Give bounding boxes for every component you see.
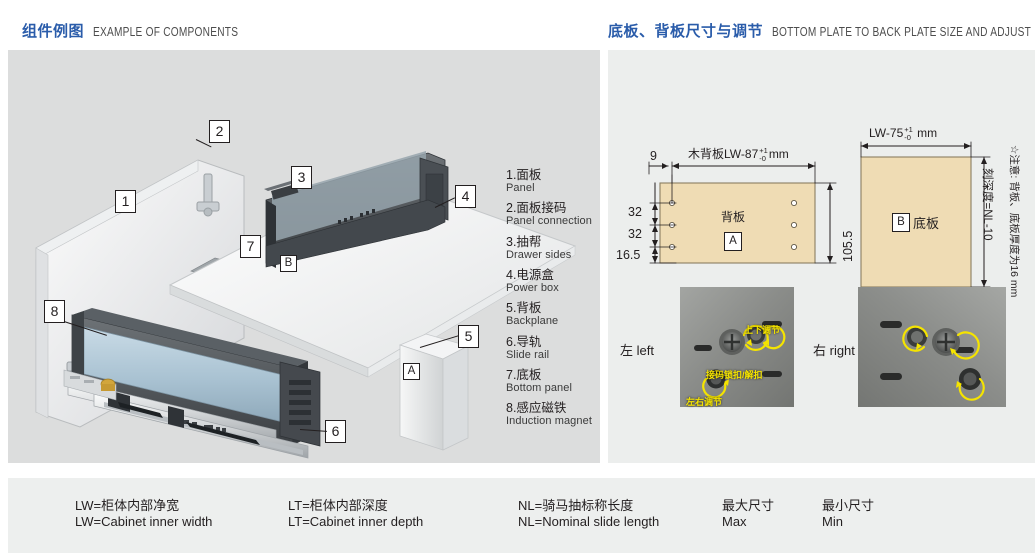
- annotation-up-down-adjust: 上下调节: [744, 325, 781, 335]
- part-item-7-cn: 7.底板: [506, 367, 542, 382]
- thickness-note-line1: ☆注意:: [1008, 145, 1020, 179]
- callout-3: 3: [291, 166, 312, 189]
- part-item-6-en: Slide rail: [506, 348, 550, 361]
- bottomplate-face-label: 底板: [913, 216, 940, 231]
- part-item-1: 1.面板 Panel: [506, 168, 610, 194]
- part-item-1-cn: 1.面板: [506, 168, 542, 182]
- backplate-width-unit: mm: [768, 147, 789, 161]
- adjust-photo-right: [858, 287, 1006, 407]
- part-item-2-cn: 2.面板接码: [506, 201, 567, 216]
- backplate-pitch-1: 32: [628, 205, 642, 219]
- drawer-exploded-view: [35, 151, 577, 459]
- backplate-pitch-3: 16.5: [616, 248, 641, 262]
- legend-item-nl-en: NL=Nominal slide length: [518, 514, 660, 530]
- part-item-3-cn: 3.抽帮: [506, 234, 542, 249]
- annotation-left-right-adjust: 左右调节: [686, 397, 723, 407]
- legend-item-min: 最小尺寸 Min: [822, 498, 874, 531]
- part-drawer-side-lower: [71, 308, 321, 447]
- part-item-4-cn: 4.电源盒: [506, 267, 554, 282]
- part-item-6-cn: 6.导轨: [506, 334, 542, 349]
- section-header-dimensions: 底板、背板尺寸与调节 BOTTOM PLATE TO BACK PLATE SI…: [608, 20, 1035, 41]
- legend-item-max-cn: 最大尺寸: [722, 498, 775, 513]
- annotation-lock-unlock: 接码锁扣/解扣: [706, 370, 763, 380]
- thickness-note: ☆注意: 背板、底板厚度为16 mm: [1007, 145, 1020, 297]
- legend-item-max: 最大尺寸 Max: [722, 498, 774, 531]
- bottomplate-tol-upper: +1: [904, 125, 913, 135]
- legend-item-lt-cn: LT=柜体内部深度: [288, 498, 388, 513]
- part-item-7-en: Bottom panel: [506, 381, 573, 394]
- tag-a-backplane: A: [403, 363, 420, 380]
- part-item-2-en: Panel connection: [506, 215, 592, 228]
- section-header-components: 组件例图 EXAMPLE OF COMPONENTS: [22, 20, 279, 41]
- legend-item-lw: LW=柜体内部净宽 LW=Cabinet inner width: [75, 498, 212, 531]
- section-header-components-en: EXAMPLE OF COMPONENTS: [93, 24, 239, 39]
- part-item-4-en: Power box: [506, 281, 559, 294]
- backplate-tol-lower: -0: [759, 153, 766, 163]
- part-item-5: 5.背板 Backplane: [506, 301, 610, 327]
- callout-6: 6: [325, 420, 346, 443]
- callout-8: 8: [44, 300, 65, 323]
- adjust-right-label: 右 right: [813, 343, 855, 358]
- assembly-illustration-panel: 1 2 3 4 5 6 7 8 B A 1.面板 Panel 2.面板接码 Pa…: [8, 50, 600, 463]
- dimension-drawing-panel: 木背板LW-87 +1 -0 mm 9 32 32 16.5 105.5 背板 …: [608, 50, 1035, 463]
- bottomplate-width-unit: mm: [917, 126, 938, 140]
- legend-item-nl: NL=骑马抽标称长度 NL=Nominal slide length: [518, 498, 659, 531]
- legend-item-min-en: Min: [822, 514, 843, 530]
- section-header-components-cn: 组件例图: [22, 23, 85, 40]
- part-item-8-en: Induction magnet: [506, 415, 592, 428]
- part-item-8-cn: 8.感应磁铁: [506, 401, 567, 416]
- callout-4: 4: [455, 185, 476, 208]
- callout-7: 7: [240, 235, 261, 258]
- part-item-3-en: Drawer sides: [506, 248, 572, 261]
- thickness-note-line2: 背板、底板厚度为16 mm: [1008, 181, 1020, 298]
- tag-b-bottom-panel: B: [280, 255, 297, 272]
- part-drawer-side-upper: [264, 151, 449, 268]
- part-backplane: [398, 333, 470, 451]
- legend-item-lw-cn: LW=柜体内部净宽: [75, 498, 180, 513]
- section-header-dimensions-cn: 底板、背板尺寸与调节: [608, 23, 764, 40]
- backplate-pitch-2: 32: [628, 227, 642, 241]
- backplate-width-dim: 木背板LW-87 +1 -0 mm: [688, 145, 789, 162]
- part-item-3: 3.抽帮 Drawer sides: [506, 235, 610, 261]
- legend-item-lw-en: LW=Cabinet inner width: [75, 514, 213, 530]
- part-item-1-en: Panel: [506, 182, 535, 194]
- legend-bar: [8, 478, 1035, 553]
- callout-2: 2: [209, 120, 230, 143]
- callout-1: 1: [115, 190, 136, 213]
- legend-item-nl-cn: NL=骑马抽标称长度: [518, 498, 634, 513]
- adjust-left-label: 左 left: [620, 343, 654, 358]
- legend-item-lt-en: LT=Cabinet inner depth: [288, 514, 424, 530]
- backplate-face-label: 背板: [721, 210, 746, 224]
- bottomplate-width-dim: LW-75 +1 -0 mm: [869, 126, 937, 141]
- legend-item-max-en: Max: [722, 514, 747, 530]
- part-item-2: 2.面板接码 Panel connection: [506, 201, 610, 227]
- legend-item-min-cn: 最小尺寸: [822, 498, 875, 513]
- parts-list: 1.面板 Panel 2.面板接码 Panel connection 3.抽帮 …: [506, 168, 610, 435]
- legend-item-lt: LT=柜体内部深度 LT=Cabinet inner depth: [288, 498, 423, 531]
- backplate-tol-upper: +1: [759, 146, 768, 156]
- part-item-6: 6.导轨 Slide rail: [506, 335, 610, 361]
- bottomplate-width-label: LW-75: [869, 126, 904, 140]
- adjust-photo-left: [680, 287, 794, 407]
- part-item-4: 4.电源盒 Power box: [506, 268, 610, 294]
- bottomplate-tag-b: B: [892, 213, 910, 232]
- bottomplate-tol-lower: -0: [904, 132, 911, 142]
- part-item-5-cn: 5.背板: [506, 301, 542, 316]
- part-item-8: 8.感应磁铁 Induction magnet: [506, 401, 610, 427]
- part-slide-rail: [63, 369, 309, 459]
- part-item-5-en: Backplane: [506, 315, 559, 328]
- backplate-tag-a: A: [724, 232, 742, 251]
- bottomplate-depth-dim: 刻深度=NL-10: [981, 168, 993, 241]
- backplate-height-dim: 105.5: [841, 230, 855, 262]
- backplate-offset-9: 9: [650, 149, 657, 163]
- backplate-width-label: 木背板LW-87: [688, 147, 759, 161]
- section-header-dimensions-en: BOTTOM PLATE TO BACK PLATE SIZE AND ADJU…: [772, 24, 1032, 39]
- callout-5: 5: [458, 325, 479, 348]
- part-item-7: 7.底板 Bottom panel: [506, 368, 610, 394]
